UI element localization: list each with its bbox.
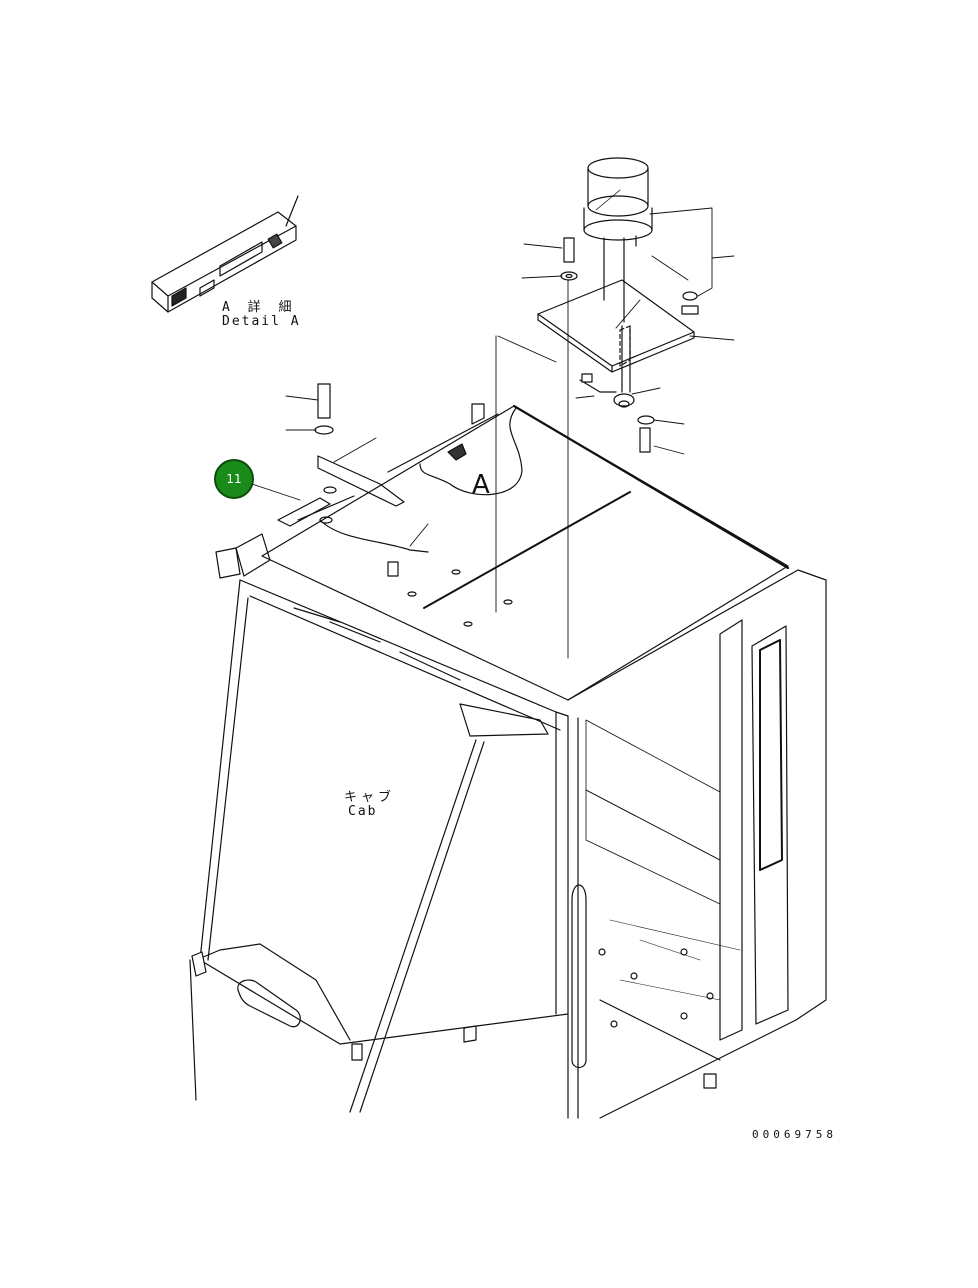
cab-label-en: Cab bbox=[348, 804, 378, 819]
cab-frame bbox=[189, 569, 827, 1119]
roof-plate bbox=[215, 403, 790, 701]
part-callout-11[interactable]: 11 bbox=[214, 459, 254, 499]
detail-a-label-jp: A 詳 細 bbox=[222, 300, 297, 315]
fasteners bbox=[314, 237, 699, 627]
drawing-number: 00069758 bbox=[752, 1128, 837, 1141]
cab-label-jp: キャブ bbox=[344, 790, 396, 805]
beacon-lamp-assembly bbox=[537, 157, 695, 407]
leader-lines bbox=[251, 207, 735, 659]
view-a-letter: A bbox=[472, 470, 490, 500]
detail-a-switch-panel bbox=[151, 195, 299, 313]
detail-a-label-en: Detail A bbox=[222, 314, 301, 329]
